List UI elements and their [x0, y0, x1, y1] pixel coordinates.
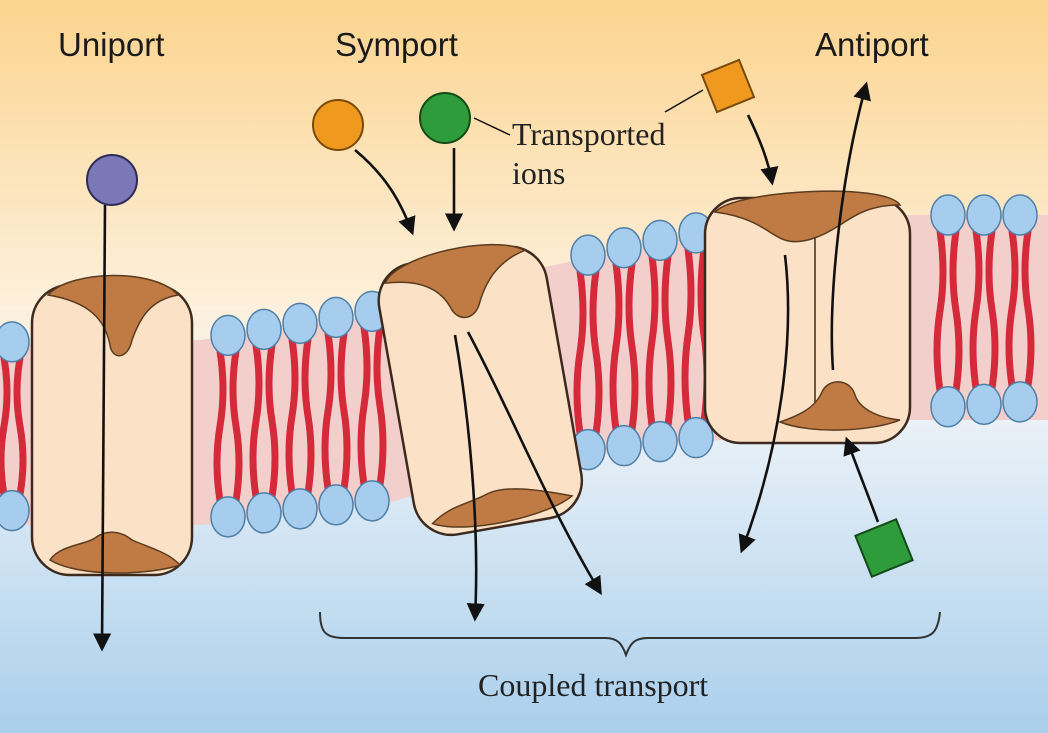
- symport-label: Symport: [335, 26, 458, 63]
- symport-ion-orange-circle: [313, 100, 363, 150]
- phospholipid-head: [247, 493, 281, 533]
- phospholipid-head: [355, 481, 389, 521]
- phospholipid-head: [0, 322, 29, 362]
- phospholipid-head: [571, 235, 605, 275]
- symport-ion-green-circle: [420, 93, 470, 143]
- phospholipid-head: [283, 303, 317, 343]
- phospholipid-head: [967, 384, 1001, 424]
- phospholipid-head: [1003, 382, 1037, 422]
- phospholipid-head: [319, 297, 353, 337]
- phospholipid-head: [931, 195, 965, 235]
- phospholipid-head: [607, 228, 641, 268]
- phospholipid-head: [319, 485, 353, 525]
- transported-ions-label-line2: ions: [512, 155, 565, 191]
- phospholipid-head: [0, 491, 29, 531]
- antiport-label: Antiport: [815, 26, 929, 63]
- transported-ions-label-line1: Transported: [512, 116, 665, 152]
- phospholipid-head: [247, 309, 281, 349]
- phospholipid-head: [643, 422, 677, 462]
- phospholipid-head: [931, 387, 965, 427]
- uniport-protein: [32, 275, 192, 575]
- phospholipid-head: [643, 220, 677, 260]
- phospholipid-head: [283, 489, 317, 529]
- phospholipid-head: [1003, 195, 1037, 235]
- antiport-protein: [705, 191, 910, 443]
- phospholipid-head: [607, 426, 641, 466]
- coupled-transport-label: Coupled transport: [478, 667, 708, 703]
- phospholipid-head: [211, 497, 245, 537]
- uniport-label: Uniport: [58, 26, 164, 63]
- uniport-ion-purple-circle: [87, 155, 137, 205]
- phospholipid-head: [211, 315, 245, 355]
- phospholipid-head: [967, 195, 1001, 235]
